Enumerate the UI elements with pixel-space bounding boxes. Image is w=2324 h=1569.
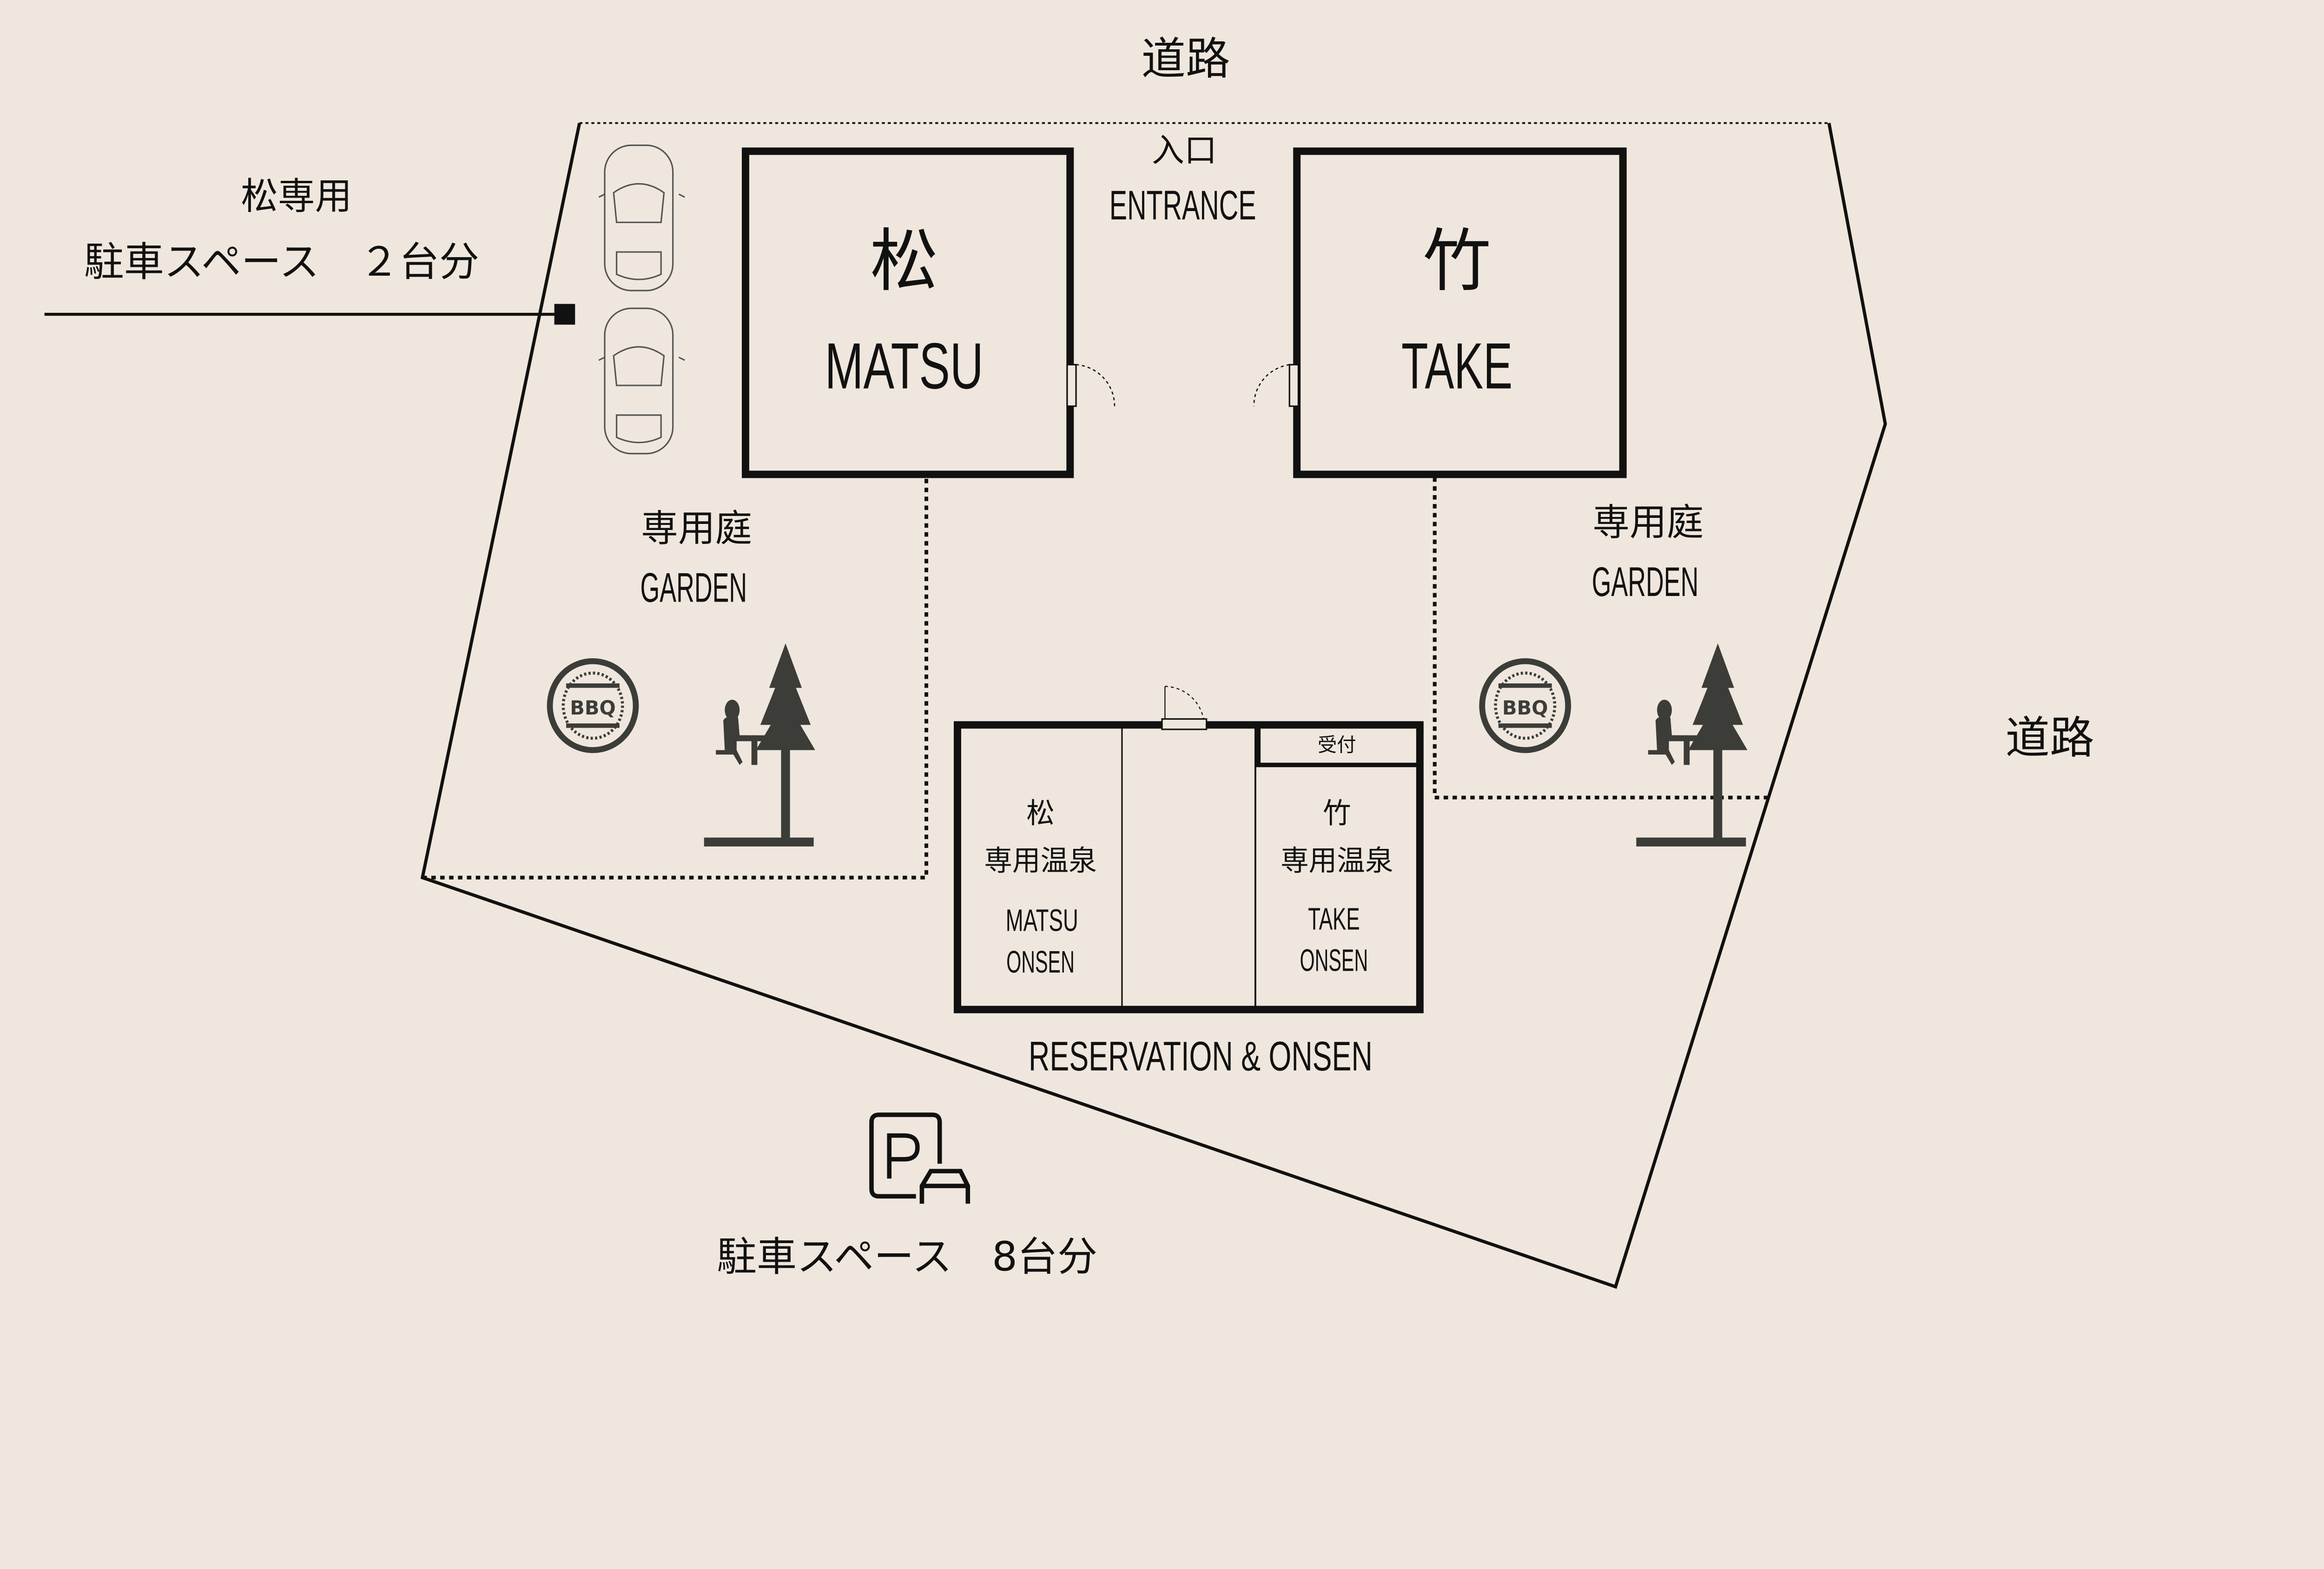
car-icon [598,307,685,455]
matsu-onsen-jp: 専用温泉 [984,845,1096,877]
road-label-top: 道路 [1141,33,1230,85]
background [0,0,2324,1308]
leader-marker [554,304,575,325]
car-icon [598,144,685,291]
matsu-name: MATSU [825,329,984,402]
take-name: TAKE [1401,329,1512,402]
matsu-onsen-en1: MATSU [1006,903,1078,938]
entrance-jp: 入口 [1152,132,1217,170]
bbq-text: BBQ [570,697,615,719]
entrance-en: ENTRANCE [1109,182,1256,228]
bbq-text: BBQ [1502,697,1548,719]
parking-car-icon [869,1112,971,1204]
take-onsen-kanji: 竹 [1323,797,1351,830]
site-map: 道路 道路 松専用 駐車スペース ２台分 松 MATSU 入口 ENTRANCE [0,0,2324,1308]
matsu-building: 松 MATSU [741,147,1116,478]
onsen-building: 受付 松 専用温泉 MATSU ONSEN 竹 専用温泉 TAKE ONSEN [953,686,1424,1013]
door-swing [1076,364,1116,406]
garden-right-jp: 専用庭 [1592,501,1703,544]
matsu-kanji: 松 [870,221,938,301]
take-onsen-en1: TAKE [1308,901,1360,936]
door-swing [1253,364,1290,406]
onsen-caption: RESERVATION & ONSEN [1029,1033,1373,1079]
parking-label: 駐車スペース 8台分 [717,1234,1097,1280]
garden-left-en: GARDEN [640,564,747,611]
take-building: 竹 TAKE [1253,147,1627,478]
matsu-parking-line1: 松専用 [241,175,352,218]
picnic-tree-icon [704,643,815,847]
garden-left-jp: 専用庭 [641,507,752,550]
lot-boundary [420,122,1887,1289]
matsu-parking-line2: 駐車スペース ２台分 [84,239,479,285]
take-onsen-en2: ONSEN [1300,943,1368,978]
matsu-onsen-en2: ONSEN [1006,945,1075,980]
take-onsen-jp: 専用温泉 [1281,845,1393,877]
garden-right-en: GARDEN [1592,558,1699,605]
bbq-icon: BBQ [547,658,639,753]
take-kanji: 竹 [1423,221,1491,301]
reception-label: 受付 [1318,734,1356,756]
bbq-icon: BBQ [1479,658,1571,753]
road-label-right: 道路 [2005,712,2094,764]
matsu-onsen-kanji: 松 [1026,797,1055,830]
picnic-tree-icon [1636,643,1748,847]
